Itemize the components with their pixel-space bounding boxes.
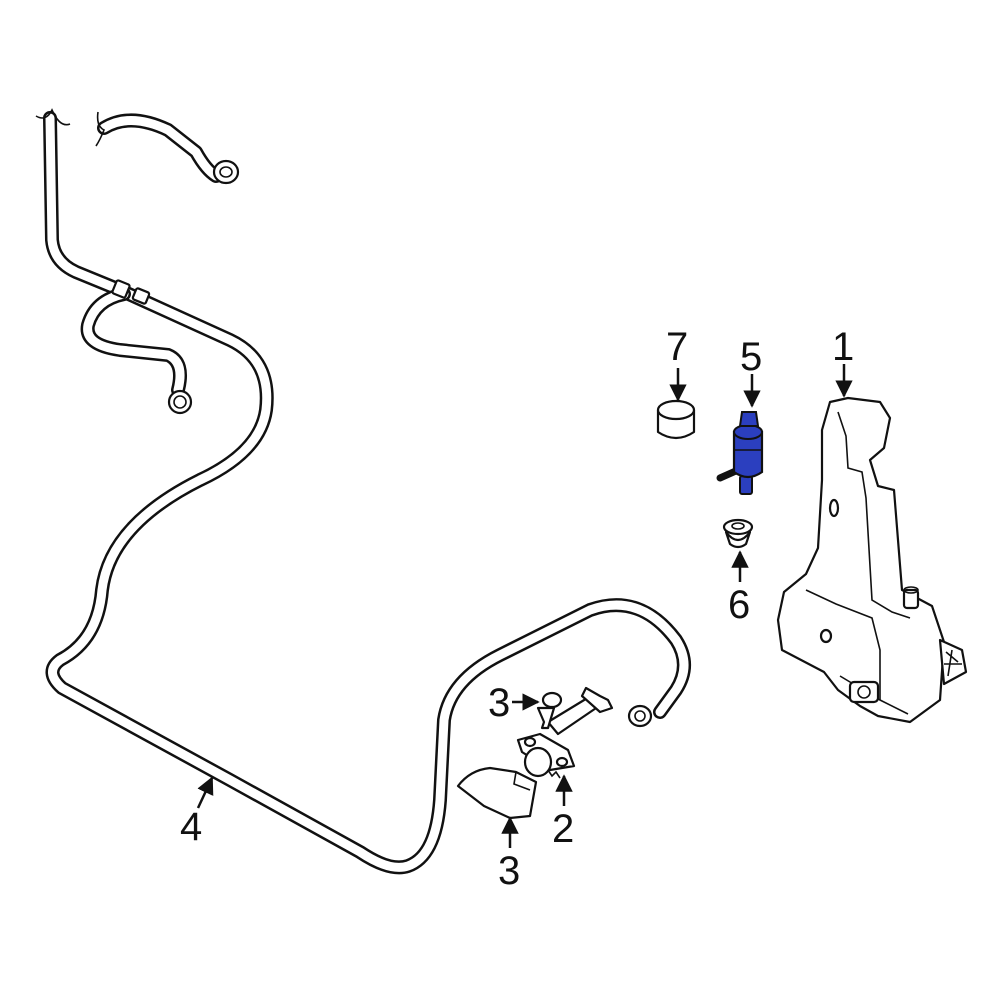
callout-pump: 5 (740, 335, 762, 408)
callout-2-label: 2 (552, 807, 574, 851)
washer-reservoir-part[interactable] (776, 396, 968, 724)
callout-3-screw-label: 3 (488, 681, 510, 725)
headlamp-nozzle-part[interactable] (516, 686, 614, 779)
callout-nozzle: 2 (552, 774, 574, 851)
callout-hose: 4 (180, 776, 214, 849)
seal-part[interactable] (656, 399, 696, 440)
callout-7-label: 7 (666, 325, 688, 369)
grommet-part[interactable] (722, 518, 754, 549)
callout-screw: 3 (488, 681, 540, 725)
washer-pump-part[interactable] (716, 411, 764, 495)
callout-5-label: 5 (740, 335, 762, 379)
washer-hose[interactable] (35, 108, 691, 875)
nozzle-cover-part[interactable] (456, 766, 538, 820)
screw-part[interactable] (536, 691, 563, 730)
callout-6-label: 6 (728, 583, 750, 627)
callout-cover: 3 (498, 816, 520, 893)
callout-3-cover-label: 3 (498, 849, 520, 893)
callout-seal: 7 (666, 325, 688, 402)
callout-reservoir: 1 (832, 325, 854, 398)
callout-grommet: 6 (728, 550, 750, 627)
callout-1-label: 1 (832, 325, 854, 369)
callout-4-label: 4 (180, 805, 202, 849)
